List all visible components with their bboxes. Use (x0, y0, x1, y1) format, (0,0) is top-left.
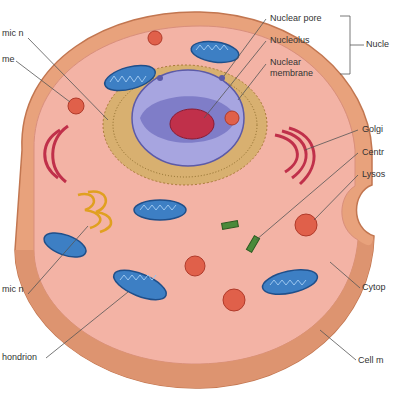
part-label: Nucleolus (270, 35, 350, 46)
cell-rim (15, 236, 374, 388)
part-label: Cytop (362, 282, 398, 293)
cytoplasm (34, 26, 358, 364)
smooth-er (78, 191, 111, 232)
part-label: me (2, 54, 22, 65)
nuclear-pore (157, 75, 163, 81)
label-holder: Cytop (362, 282, 398, 293)
golgi (45, 126, 314, 184)
label-holder: Centr (362, 147, 398, 158)
label-holder: mic n (2, 284, 26, 295)
part-label: Lysos (362, 169, 398, 180)
leader-lines (16, 19, 360, 360)
part-label: Cell m (358, 355, 398, 366)
part-label: Nucle (366, 39, 398, 50)
label-holder: Golgi (362, 124, 398, 135)
part-label: Golgi (362, 124, 398, 135)
label-holder: Cell m (358, 355, 398, 366)
mitochondria-cristae (110, 45, 306, 285)
label-holder: Nucle (366, 39, 398, 50)
label-holder: Nuclear membrane (270, 57, 320, 79)
bracket (340, 16, 364, 74)
part-label: Nuclear membrane (270, 57, 320, 79)
label-holder: Lysos (362, 169, 398, 180)
nucleus (132, 70, 244, 166)
label-holder: Nuclear pore (270, 13, 350, 24)
part-label: Nuclear pore (270, 13, 350, 24)
nucleus-cut (140, 96, 236, 143)
part-label: Centr (362, 147, 398, 158)
mitochondria (41, 39, 320, 306)
label-holder: mic n (2, 28, 26, 39)
label-holder: hondrion (2, 352, 50, 363)
cell-body (15, 12, 374, 388)
label-holder: Nucleolus (270, 35, 350, 46)
part-label: mic n (2, 284, 26, 295)
part-label: mic n (2, 28, 26, 39)
part-label: hondrion (2, 352, 50, 363)
centriole (222, 221, 260, 253)
label-holder: me (2, 54, 22, 65)
